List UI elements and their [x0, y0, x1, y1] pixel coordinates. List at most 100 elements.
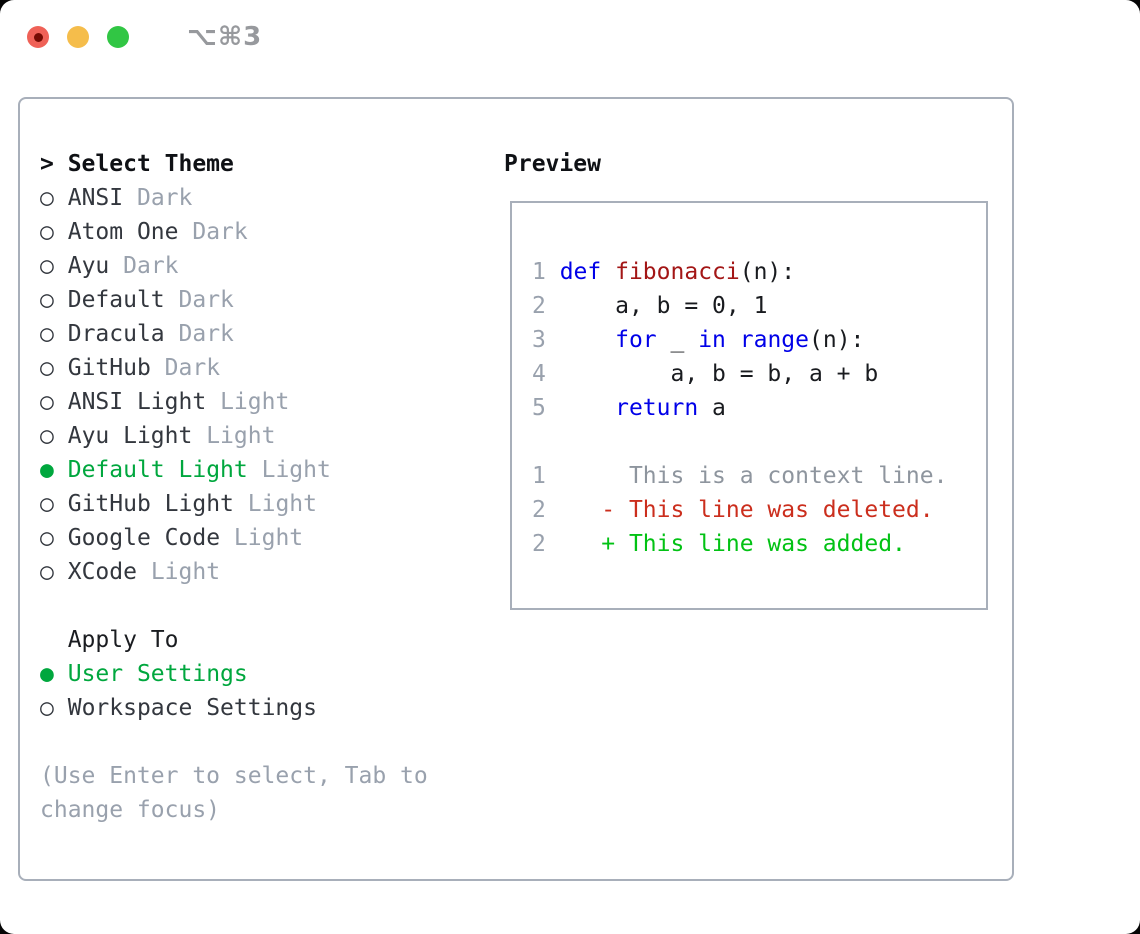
preview-line: 4 a, b = b, a + b [532, 357, 986, 391]
traffic-light-close-button[interactable] [27, 26, 49, 48]
line-number: 2 [532, 497, 560, 523]
theme-option[interactable]: ○ ANSI Light Light [40, 385, 428, 419]
theme-variant: Dark [164, 355, 221, 381]
theme-name: Default Light [67, 457, 248, 483]
theme-name: GitHub Light [67, 491, 234, 517]
theme-variant: Dark [178, 321, 234, 347]
code-token: fibonacci [615, 259, 740, 285]
radio-icon: ● [40, 661, 54, 687]
theme-variant: Dark [123, 253, 179, 279]
theme-option[interactable]: ○ Atom One Dark [40, 215, 428, 249]
theme-name: Ayu Light [67, 423, 193, 449]
theme-name: Default [67, 287, 165, 313]
line-number: 4 [532, 361, 560, 387]
radio-icon: ● [40, 457, 54, 483]
help-text: change focus) [40, 797, 221, 823]
help-text: (Use Enter to select, Tab to [40, 763, 428, 789]
radio-icon: ○ [40, 695, 54, 721]
radio-icon: ○ [40, 491, 54, 517]
radio-icon: ○ [40, 559, 54, 585]
traffic-light-minimize-button[interactable] [67, 26, 89, 48]
theme-name: Ayu [67, 253, 110, 279]
preview-line: 5 return a [532, 391, 986, 425]
theme-variant: Light [206, 423, 276, 449]
theme-name: Dracula [67, 321, 165, 347]
radio-icon: ○ [40, 253, 54, 279]
theme-option[interactable]: ○ Google Code Light [40, 521, 428, 555]
radio-icon: ○ [40, 389, 54, 415]
line-number: 5 [532, 395, 560, 421]
theme-variant: Dark [136, 185, 193, 211]
theme-option[interactable]: ○ Dracula Dark [40, 317, 428, 351]
code-token [560, 395, 615, 421]
code-token: in [698, 327, 726, 353]
theme-option[interactable]: ○ Ayu Dark [40, 249, 428, 283]
line-number: 2 [532, 531, 560, 557]
theme-variant: Dark [178, 287, 234, 313]
theme-name: ANSI [67, 185, 124, 211]
theme-variant: Light [220, 389, 290, 415]
radio-icon: ○ [40, 525, 54, 551]
blank-row [532, 425, 986, 459]
preview-line: 1 This is a context line. [532, 459, 986, 493]
preview-title: Preview [504, 151, 601, 177]
theme-variant: Light [247, 491, 317, 517]
theme-option[interactable]: ○ Default Dark [40, 283, 428, 317]
blank-row [40, 589, 428, 623]
help-text-line: (Use Enter to select, Tab to [40, 759, 428, 793]
code-token: (n): [809, 327, 865, 353]
radio-icon: ○ [40, 321, 54, 347]
apply-option-name: User Settings [67, 661, 248, 687]
apply-option-name: Workspace Settings [67, 695, 317, 721]
apply-to-title: Apply To [40, 623, 428, 657]
traffic-light-zoom-button[interactable] [107, 26, 129, 48]
help-text-line: change focus) [40, 793, 428, 827]
theme-option[interactable]: ○ GitHub Light Light [40, 487, 428, 521]
preview-line: 2 + This line was added. [532, 527, 986, 561]
titlebar: ⌥⌘3 [0, 0, 1140, 74]
radio-icon: ○ [40, 423, 54, 449]
unsaved-changes-dot [33, 32, 43, 42]
theme-option[interactable]: ● Default Light Light [40, 453, 428, 487]
theme-option[interactable]: ○ XCode Light [40, 555, 428, 589]
theme-option[interactable]: ○ ANSI Dark [40, 181, 428, 215]
code-token: for [615, 327, 657, 353]
code-token: (n): [739, 259, 796, 285]
preview-line: 2 a, b = 0, 1 [532, 289, 986, 323]
line-number: 3 [532, 327, 560, 353]
code-token [560, 327, 615, 353]
apply-to-label: Apply To [40, 627, 179, 653]
apply-to-option[interactable]: ○ Workspace Settings [40, 691, 428, 725]
theme-variant: Light [261, 457, 331, 483]
theme-name: GitHub [67, 355, 151, 381]
preview-line: 3 for _ in range(n): [532, 323, 986, 357]
line-number: 1 [532, 463, 560, 489]
theme-option[interactable]: ○ GitHub Dark [40, 351, 428, 385]
blank-row [40, 725, 428, 759]
theme-list: > Select Theme○ ANSI Dark○ Atom One Dark… [40, 147, 428, 827]
line-number: 1 [532, 259, 560, 285]
code-token: range [739, 327, 809, 353]
theme-variant: Light [233, 525, 304, 551]
line-number: 2 [532, 293, 560, 319]
preview-line: 1 def fibonacci(n): [532, 255, 986, 289]
radio-icon: ○ [40, 355, 54, 381]
code-token: def [559, 259, 602, 285]
select-theme-label: Select Theme [67, 151, 234, 177]
theme-option[interactable]: ○ Ayu Light Light [40, 419, 428, 453]
preview-line: 2 - This line was deleted. [532, 493, 986, 527]
theme-name: Google Code [67, 525, 221, 551]
code-token [726, 327, 740, 353]
theme-name: ANSI Light [67, 389, 207, 415]
theme-variant: Light [150, 559, 221, 585]
radio-icon: ○ [40, 185, 54, 211]
cursor-indicator: > [40, 151, 68, 177]
theme-variant: Dark [192, 219, 248, 245]
code-token: return [615, 395, 699, 421]
apply-to-option[interactable]: ● User Settings [40, 657, 428, 691]
code-token: a [698, 395, 726, 421]
window-shortcut-label: ⌥⌘3 [187, 22, 263, 52]
theme-picker-panel: > Select Theme○ ANSI Dark○ Atom One Dark… [18, 97, 1014, 881]
